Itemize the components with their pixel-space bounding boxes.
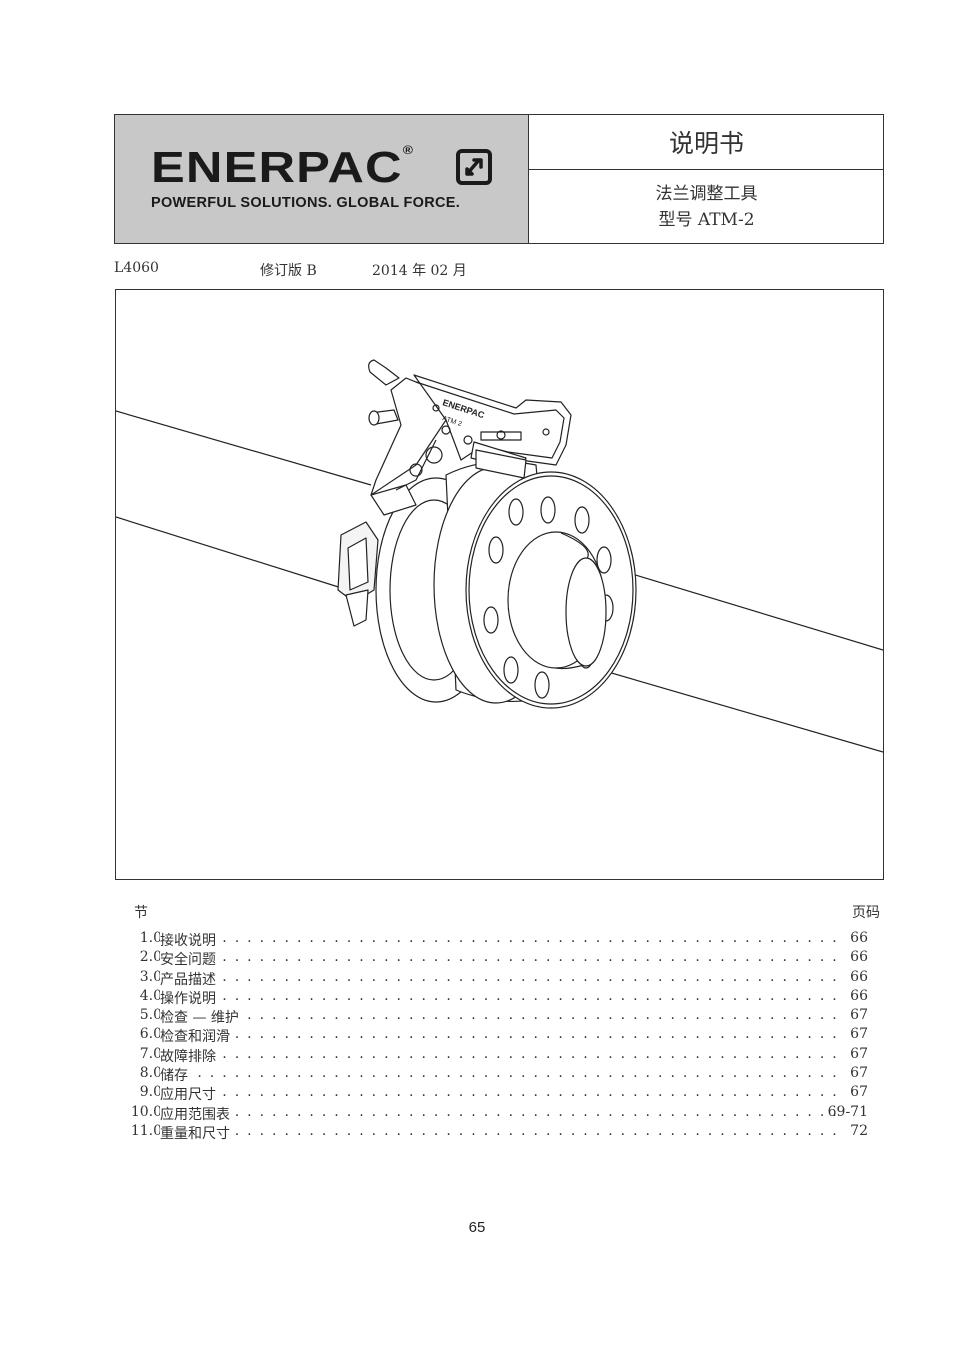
logo-panel: ENERPAC® POWERFUL SOLUTIONS. GLOBAL FORC…: [115, 115, 529, 243]
toc-entry-page: 66: [850, 968, 868, 985]
toc-entry-number: 4.0: [139, 987, 162, 1004]
toc-leader-dots: ........................................…: [160, 1065, 842, 1082]
toc-entry-title: 操作说明: [160, 987, 218, 1008]
toc-entry[interactable]: 7.0.....................................…: [114, 1045, 884, 1066]
toc-entry-number: 9.0: [139, 1084, 162, 1101]
revision-label: 修订版 B: [260, 263, 317, 279]
toc-entry-number: 2.0: [139, 949, 162, 966]
toc-entry-page: 66: [850, 987, 868, 1004]
toc-entry-title: 储存: [160, 1065, 190, 1086]
document-header: ENERPAC® POWERFUL SOLUTIONS. GLOBAL FORC…: [114, 114, 884, 244]
toc-entry[interactable]: 11.0....................................…: [114, 1122, 884, 1143]
toc-entry[interactable]: 6.0.....................................…: [114, 1026, 884, 1047]
toc-entry-page: 67: [850, 1026, 868, 1043]
product-info: 法兰调整工具 型号 ATM-2: [529, 170, 884, 243]
brand-name: ENERPAC: [151, 143, 403, 192]
toc-entry[interactable]: 1.0.....................................…: [114, 930, 884, 950]
toc-entry-page: 69-71: [827, 1103, 868, 1120]
toc-page-header: 页码: [852, 905, 880, 921]
publication-date: 2014 年 02 月: [372, 263, 467, 279]
toc-section-header: 节: [134, 905, 148, 921]
toc-entry[interactable]: 2.0.....................................…: [114, 949, 884, 970]
document-type-title: 说明书: [529, 115, 884, 170]
document-number: L4060: [114, 260, 159, 276]
toc-entry-number: 10.0: [130, 1103, 162, 1120]
toc-entry-title: 重量和尺寸: [160, 1122, 232, 1143]
toc-entry[interactable]: 5.0.....................................…: [114, 1007, 884, 1028]
toc-entry[interactable]: 8.0.....................................…: [114, 1065, 884, 1086]
toc-entry-page: 67: [850, 1084, 868, 1101]
toc-leader-dots: ........................................…: [160, 1122, 842, 1139]
registered-mark: ®: [402, 143, 415, 157]
toc-entry-title: 检查 — 维护: [160, 1007, 241, 1028]
toc-entry-number: 11.0: [130, 1122, 162, 1139]
enerpac-logo-icon: [456, 149, 492, 185]
flange-tool-drawing: ENERPAC ATM 2: [116, 359, 883, 753]
toc-entry-number: 5.0: [139, 1007, 162, 1024]
toc-entry-page: 67: [850, 1065, 868, 1082]
toc-entry[interactable]: 3.0.....................................…: [114, 968, 884, 989]
toc-entry-page: 66: [850, 949, 868, 966]
toc-leader-dots: ........................................…: [160, 1103, 842, 1120]
brand-logo: ENERPAC®: [151, 143, 414, 193]
toc-entry-title: 安全问题: [160, 949, 218, 970]
toc-entry[interactable]: 9.0.....................................…: [114, 1084, 884, 1105]
toc-entry-title: 接收说明: [160, 930, 218, 950]
toc-entry-number: 3.0: [139, 968, 162, 985]
toc-entry-title: 故障排除: [160, 1045, 218, 1066]
product-name: 法兰调整工具: [655, 183, 758, 204]
toc-entry-number: 1.0: [139, 930, 162, 946]
toc-entry-title: 应用尺寸: [160, 1084, 218, 1105]
toc-entry-page: 66: [850, 930, 868, 946]
toc-entry-title: 产品描述: [160, 968, 218, 989]
toc-leader-dots: ........................................…: [160, 1045, 842, 1062]
toc-leader-dots: ........................................…: [160, 1084, 842, 1101]
toc-entry-number: 7.0: [139, 1045, 162, 1062]
toc-entry-page: 67: [850, 1007, 868, 1024]
product-model: 型号 ATM-2: [658, 209, 755, 230]
toc-leader-dots: ........................................…: [160, 949, 842, 966]
toc-entry-page: 67: [850, 1045, 868, 1062]
toc-entry-number: 6.0: [139, 1026, 162, 1043]
toc-entry-number: 8.0: [139, 1065, 162, 1082]
toc-entry[interactable]: 10.0....................................…: [114, 1103, 884, 1124]
page-number: 65: [468, 1219, 486, 1236]
toc-leader-dots: ........................................…: [160, 987, 842, 1004]
toc-leader-dots: ........................................…: [160, 1026, 842, 1043]
toc-entry-page: 72: [850, 1122, 868, 1139]
table-of-contents: 1.0.....................................…: [114, 930, 884, 1143]
toc-entry-title: 应用范围表: [160, 1103, 232, 1124]
brand-tagline: POWERFUL SOLUTIONS. GLOBAL FORCE.: [151, 195, 461, 211]
toc-entry-title: 检查和润滑: [160, 1026, 232, 1047]
toc-leader-dots: ........................................…: [160, 930, 842, 946]
product-illustration: ENERPAC ATM 2: [115, 289, 884, 880]
toc-leader-dots: ........................................…: [160, 968, 842, 985]
toc-entry[interactable]: 4.0.....................................…: [114, 987, 884, 1008]
toc-leader-dots: ........................................…: [160, 1007, 842, 1024]
